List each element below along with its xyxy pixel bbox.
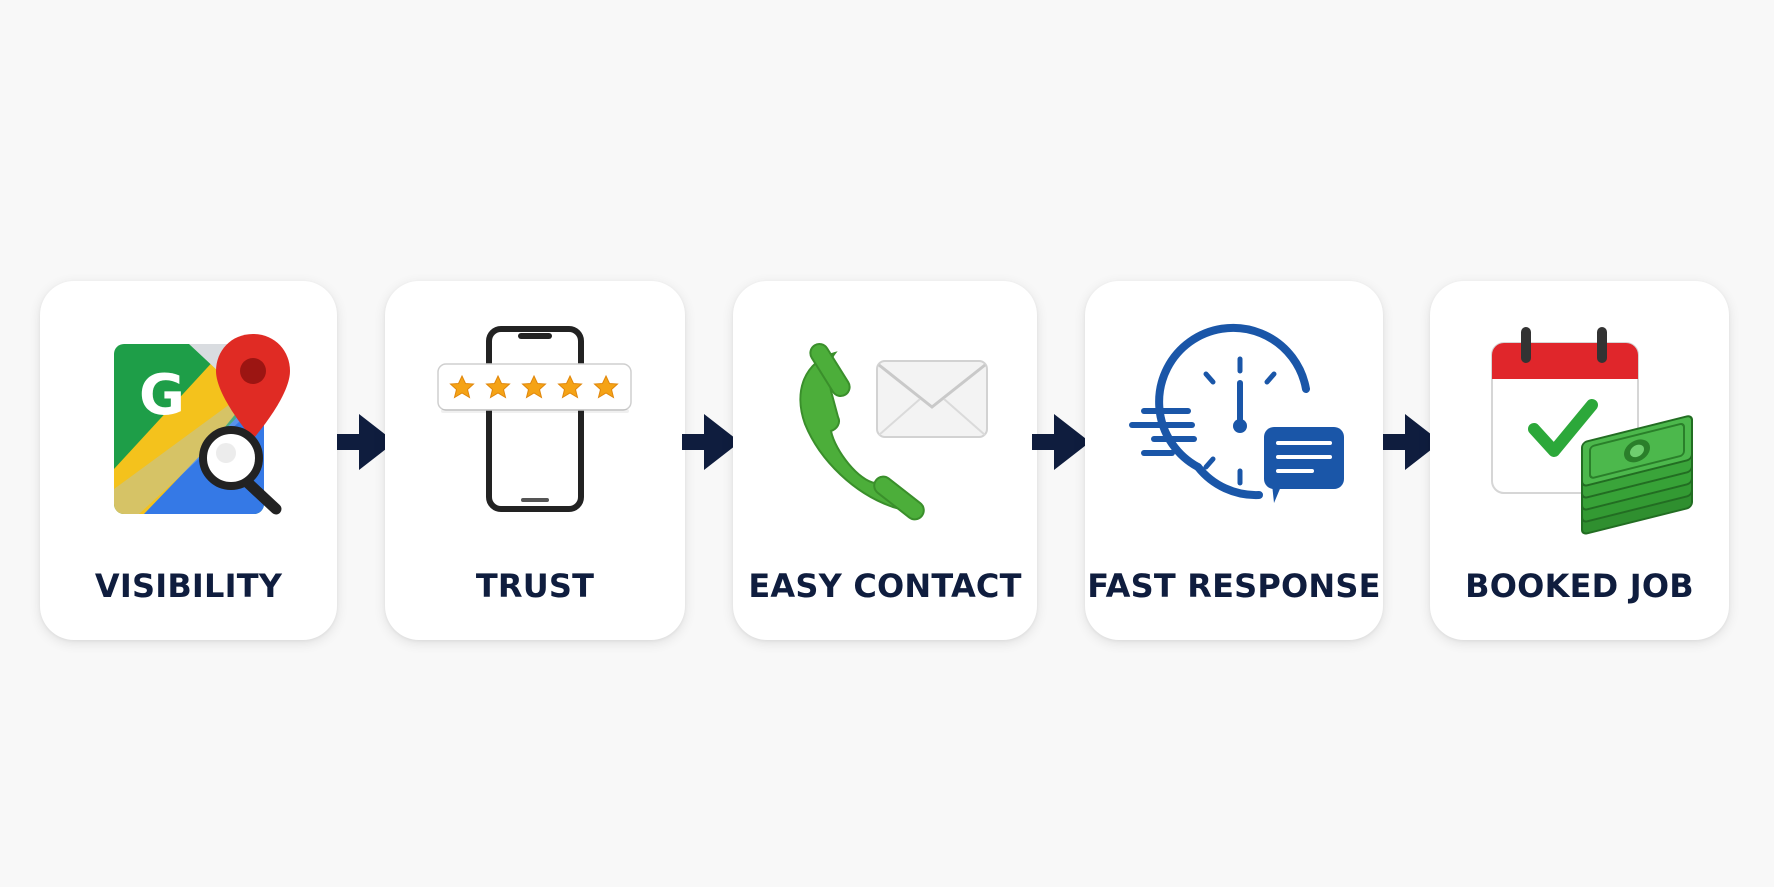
phone-mail-icon [733,319,1037,521]
step-label-trust: TRUST [475,567,595,605]
step-card-easy-contact: EASY CONTACT [733,281,1037,640]
arrow-right-icon [682,414,740,470]
step-card-fast-response: FAST RESPONSE [1085,281,1383,640]
step-card-trust: TRUST [385,281,685,640]
maps-search-icon: G [40,319,337,519]
step-card-booked-job: BOOKED JOB [1430,281,1729,640]
arrow-right-icon [337,414,395,470]
clock-chat-icon [1085,319,1383,519]
phone-rating-icon [385,319,685,519]
arrow-right-icon [1383,414,1441,470]
step-label-easy-contact: EASY CONTACT [748,567,1022,605]
arrow-right-icon [1032,414,1090,470]
maps-g-letter: G [139,363,185,428]
step-card-visibility: G VISIBILITY [40,281,337,640]
calendar-money-icon [1430,319,1729,535]
step-label-booked-job: BOOKED JOB [1465,567,1694,605]
step-label-fast-response: FAST RESPONSE [1087,567,1381,605]
step-label-visibility: VISIBILITY [94,567,283,605]
